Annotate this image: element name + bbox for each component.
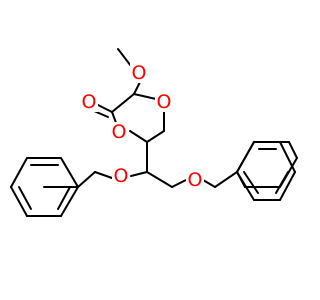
benzene-ring-right-detailed <box>236 141 296 201</box>
atom-o-benzyloxy-right: O <box>186 169 204 191</box>
bond-oleft-benzyl <box>94 171 113 179</box>
bond-oright-benzyl <box>202 179 216 188</box>
bond-methoxy-c2 <box>133 81 141 95</box>
bond-chain-ch2 <box>146 171 173 188</box>
bond-carbonyl-1 <box>95 103 113 113</box>
atom-label-o-ring-upper: O <box>157 91 172 113</box>
atom-label-o-benzyloxy-left: O <box>114 165 129 187</box>
bond-benzyl-ring-right <box>214 171 238 188</box>
atom-label-o-ring-lower: O <box>112 121 127 143</box>
atom-o-ring-upper: O <box>155 91 173 113</box>
atom-o-methoxy: O <box>130 62 148 84</box>
bond-chain-oleft <box>130 171 148 177</box>
atom-label-o-methoxy: O <box>132 62 147 84</box>
benzene-ring-left <box>10 157 79 217</box>
bond-ch2-oright <box>171 179 187 188</box>
bond-c3-c2 <box>111 93 135 113</box>
atom-label-o-benzyloxy-right: O <box>188 169 203 191</box>
atom-o-carbonyl: O <box>80 91 98 113</box>
atom-o-benzyloxy-left: O <box>112 165 130 187</box>
bond-c5-oring <box>129 130 148 143</box>
bond-benzyl-ring-left <box>77 171 96 188</box>
atom-o-ring-lower: O <box>110 121 128 143</box>
bond-ch2-c5 <box>146 130 165 143</box>
molecule-diagram: O O O O O O <box>10 48 299 217</box>
bond-c2-oring <box>133 93 157 100</box>
atom-label-o-carbonyl: O <box>82 91 97 113</box>
structure-canvas: O O O O O O <box>10 48 299 217</box>
